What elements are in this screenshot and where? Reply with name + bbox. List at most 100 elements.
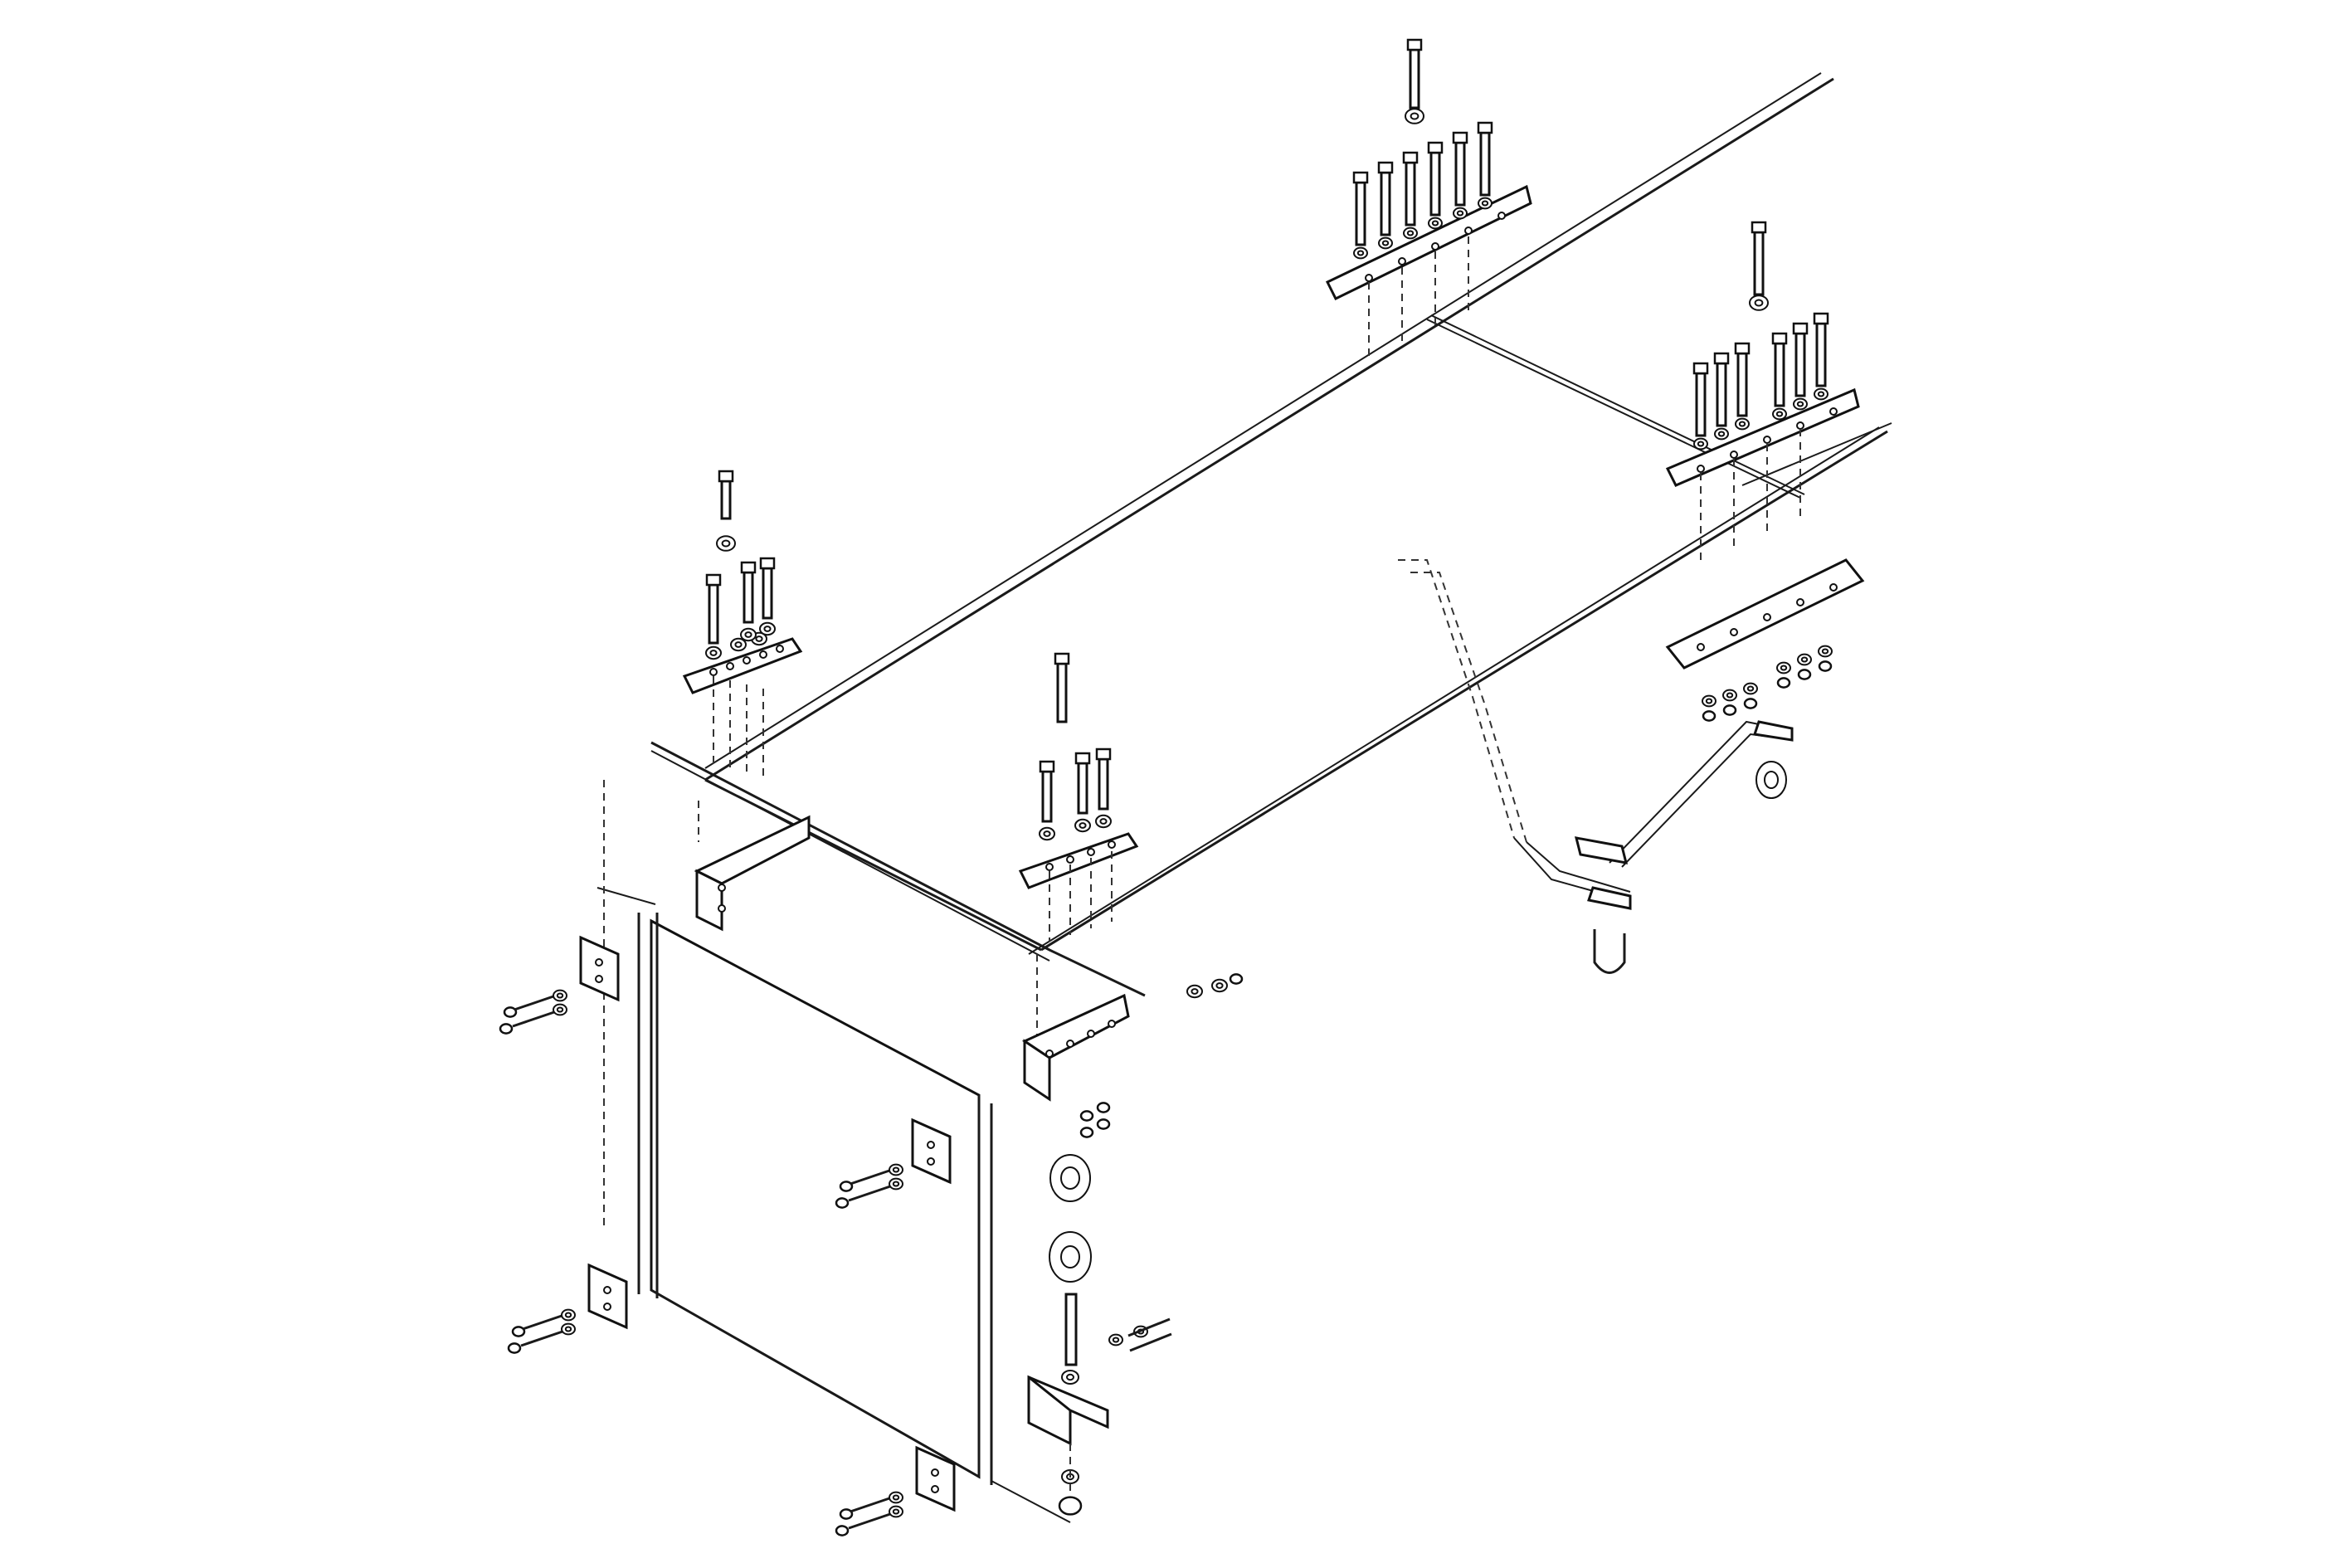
washer-hole bbox=[1775, 411, 1784, 417]
washer-hole bbox=[1079, 822, 1087, 829]
washer-hole bbox=[1780, 665, 1788, 671]
washer-hole bbox=[1800, 656, 1809, 663]
bolt-head bbox=[1377, 161, 1394, 174]
washer-hole bbox=[1754, 299, 1764, 307]
nut bbox=[835, 1197, 850, 1209]
bolt bbox=[1794, 332, 1806, 397]
bolt-hole bbox=[603, 1303, 611, 1311]
nut bbox=[1743, 698, 1758, 709]
washer-hole bbox=[556, 1006, 564, 1013]
nut bbox=[1096, 1102, 1111, 1113]
bolt-hole bbox=[1697, 465, 1705, 473]
nut bbox=[511, 1326, 526, 1337]
bolt-head bbox=[740, 561, 757, 574]
bolt-hole bbox=[1796, 421, 1804, 430]
nut bbox=[1702, 710, 1717, 722]
bolt bbox=[1405, 161, 1416, 226]
bolt bbox=[1695, 372, 1707, 437]
bolt-hole bbox=[759, 650, 767, 659]
nut bbox=[1079, 1110, 1094, 1122]
bolt bbox=[850, 1168, 893, 1186]
washer-hole bbox=[1099, 818, 1108, 825]
nut bbox=[503, 1006, 518, 1018]
washer-hole bbox=[892, 1508, 900, 1515]
bolt-hole bbox=[603, 1286, 611, 1294]
bolt-hole bbox=[931, 1468, 939, 1477]
washer-hole bbox=[734, 641, 743, 648]
bolt-hole bbox=[595, 975, 603, 983]
bolt bbox=[1129, 1332, 1172, 1352]
bolt bbox=[848, 1512, 891, 1530]
bolt bbox=[848, 1185, 891, 1202]
bolt-hole bbox=[1108, 1020, 1116, 1028]
hanger-brace-assembly bbox=[1398, 559, 1794, 974]
bolt-head bbox=[705, 573, 722, 587]
washer-hole bbox=[1381, 240, 1390, 246]
bolt bbox=[850, 1496, 893, 1513]
duct-front-section bbox=[597, 741, 1146, 1523]
washer-hole bbox=[1726, 692, 1734, 699]
bolt-hole bbox=[1398, 257, 1406, 265]
bolt-hole bbox=[1066, 855, 1074, 864]
bolt bbox=[1409, 48, 1420, 110]
mounting-plate bbox=[1665, 387, 1860, 487]
washer-hole bbox=[564, 1326, 572, 1332]
duct-left-face-panel bbox=[650, 918, 981, 1479]
bolt bbox=[512, 1010, 555, 1028]
bolt bbox=[1355, 181, 1366, 246]
nut bbox=[839, 1181, 854, 1192]
mounting-plate bbox=[1023, 1039, 1051, 1102]
bolt-hole bbox=[1087, 848, 1095, 856]
nut bbox=[1058, 1496, 1083, 1516]
bolt bbox=[1429, 151, 1441, 217]
u-hook bbox=[1593, 929, 1626, 974]
bolt-hole bbox=[1497, 212, 1506, 220]
nut bbox=[1229, 973, 1244, 985]
bolt-head bbox=[1406, 38, 1423, 51]
nut bbox=[1079, 1127, 1094, 1138]
nut bbox=[499, 1023, 514, 1035]
duct-top-panel bbox=[704, 72, 1892, 955]
bolt bbox=[1098, 757, 1109, 811]
bolt-hole bbox=[1045, 1049, 1054, 1058]
washer-hole bbox=[1215, 982, 1224, 989]
eye-ring-hole bbox=[1060, 1245, 1080, 1269]
bolt-hole bbox=[726, 662, 734, 670]
bolt bbox=[1077, 762, 1088, 815]
bolt-hole bbox=[1730, 628, 1738, 636]
bolt bbox=[522, 1313, 565, 1331]
bolt-head bbox=[1734, 342, 1751, 355]
bolt-hole bbox=[1464, 226, 1473, 235]
nut bbox=[1096, 1118, 1111, 1130]
washer-hole bbox=[1410, 112, 1419, 120]
bolt bbox=[743, 571, 754, 624]
bolt-hole bbox=[1108, 840, 1116, 849]
washer-hole bbox=[1746, 685, 1755, 692]
washer-hole bbox=[1697, 441, 1705, 447]
washer-hole bbox=[1821, 648, 1829, 655]
bolt bbox=[1815, 322, 1827, 387]
bolt bbox=[1454, 141, 1466, 207]
nut bbox=[835, 1525, 850, 1536]
nut bbox=[839, 1508, 854, 1520]
bolt bbox=[1736, 352, 1748, 417]
nut bbox=[1722, 704, 1737, 716]
threaded-rod bbox=[1064, 1293, 1078, 1366]
nut bbox=[1797, 669, 1812, 680]
bolt bbox=[514, 994, 557, 1011]
bolt bbox=[1479, 131, 1491, 197]
bolt-hole bbox=[1431, 242, 1439, 251]
washer-hole bbox=[1112, 1337, 1120, 1343]
brace-plate bbox=[1587, 886, 1632, 910]
bolt-head bbox=[1074, 752, 1091, 765]
bolt-head bbox=[1813, 312, 1829, 325]
bolt bbox=[1041, 770, 1053, 823]
washer-hole bbox=[763, 626, 772, 632]
washer-hole bbox=[1066, 1373, 1074, 1381]
washer-hole bbox=[1738, 421, 1746, 427]
bolt bbox=[520, 1330, 563, 1347]
bolt-hole bbox=[718, 884, 726, 892]
bolt-hole bbox=[709, 668, 718, 676]
bolt bbox=[762, 567, 773, 620]
bolt-hole bbox=[718, 904, 726, 913]
